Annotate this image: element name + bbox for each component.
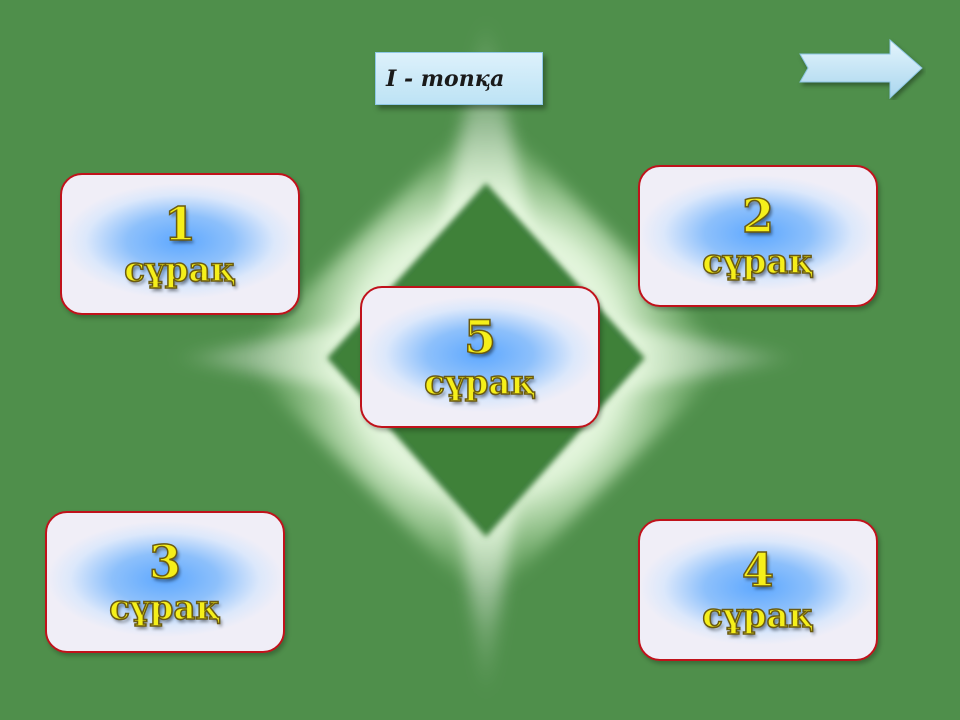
question-label: сұрақ (423, 363, 536, 403)
question-label: сұрақ (701, 596, 814, 636)
next-slide-button[interactable] (794, 36, 926, 100)
group-title-box: І - топқа (375, 52, 543, 105)
question-number: 5 (463, 310, 497, 364)
question-3-card[interactable]: 3 сұрақ (45, 511, 285, 653)
question-label: сұрақ (108, 588, 221, 628)
question-number: 4 (741, 543, 775, 597)
question-label: сұрақ (123, 250, 236, 290)
question-1-card[interactable]: 1 сұрақ (60, 173, 300, 315)
question-number: 3 (148, 535, 182, 589)
right-arrow-icon (799, 38, 923, 100)
group-title: І - топқа (386, 65, 505, 92)
question-number: 2 (741, 189, 775, 243)
question-label: сұрақ (701, 242, 814, 282)
question-number: 1 (163, 197, 197, 251)
question-5-card[interactable]: 5 сұрақ (360, 286, 600, 428)
question-2-card[interactable]: 2 сұрақ (638, 165, 878, 307)
question-4-card[interactable]: 4 сұрақ (638, 519, 878, 661)
